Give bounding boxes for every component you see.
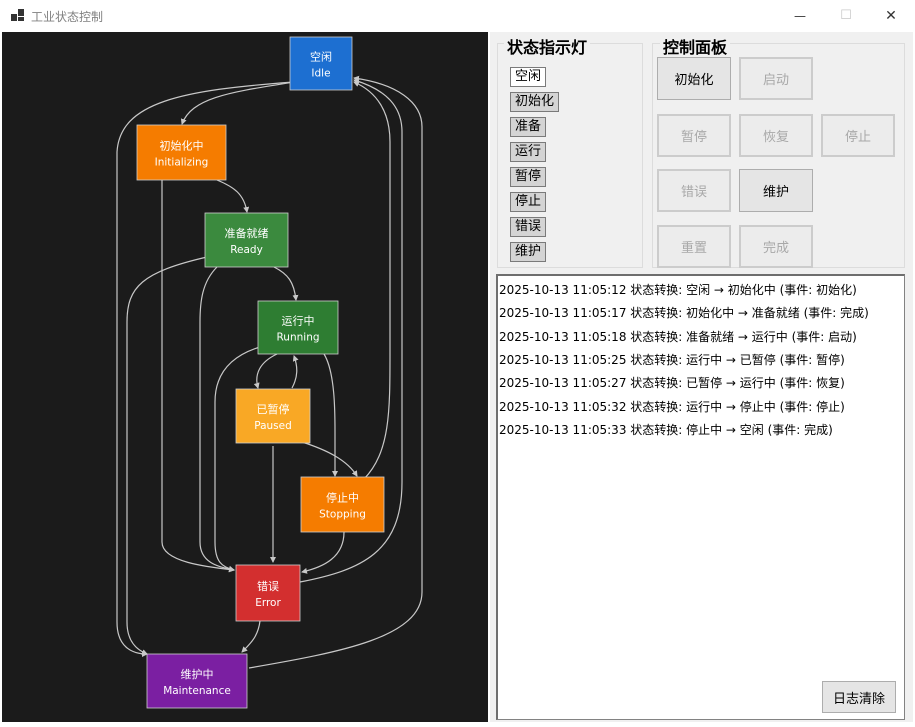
control-button-5[interactable]: 错误 [657, 169, 731, 212]
log-entry: 2025-10-13 11:05:18 状态转换: 准备就绪 → 运行中 (事件… [499, 329, 857, 344]
control-button-3[interactable]: 恢复 [739, 114, 813, 157]
state-node-box [136, 124, 227, 181]
state-diagram: 空闲 Idle 初始化中 Initializing 准备就绪 Ready 运行中 Runnin… [116, 36, 423, 709]
edge-idle-maintenance [116, 81, 295, 657]
state-node-label-cn: 准备就绪 [225, 226, 269, 240]
state-node-box [300, 476, 385, 533]
app-windows-icon [11, 9, 24, 21]
state-node-running[interactable]: 运行中 Running [257, 300, 339, 355]
edge-running-error [214, 346, 261, 572]
state-node-idle[interactable]: 空闲 Idle [289, 36, 353, 91]
edge-paused-running [291, 355, 299, 389]
indicator-group-title: 状态指示灯 [504, 34, 591, 58]
control-button-2[interactable]: 暂停 [657, 114, 731, 157]
state-indicator-3: 运行 [510, 142, 547, 162]
state-node-box [204, 212, 289, 268]
clear-log-button[interactable]: 日志清除 [822, 681, 896, 713]
close-icon: ✕ [885, 7, 897, 24]
edge-ready-maintenance [126, 256, 208, 655]
edge-ready-running [273, 266, 299, 301]
minimize-button[interactable]: — [777, 0, 823, 31]
state-node-box [289, 36, 353, 91]
maximize-icon: ☐ [840, 8, 852, 23]
state-indicator-5: 停止 [510, 192, 547, 212]
log-entry: 2025-10-13 11:05:17 状态转换: 初始化中 → 准备就绪 (事… [499, 306, 869, 321]
control-panel-title: 控制面板 [660, 34, 731, 58]
state-indicator-1: 初始化 [510, 92, 560, 112]
state-node-label-en: Ready [230, 244, 263, 256]
edge-error-maintenance [241, 620, 261, 653]
state-node-box [257, 300, 339, 355]
state-node-label-cn: 已暂停 [257, 402, 290, 416]
log-entry: 2025-10-13 11:05:32 状态转换: 运行中 → 停止中 (事件:… [499, 399, 845, 414]
state-node-error[interactable]: 错误 Error [235, 564, 301, 622]
title-bar[interactable]: 工业状态控制 — ☐ ✕ [0, 0, 915, 31]
state-node-maintenance[interactable]: 维护中 Maintenance [146, 653, 248, 709]
state-node-label-en: Initializing [155, 157, 209, 169]
control-button-6[interactable]: 维护 [739, 169, 813, 212]
state-node-box [146, 653, 248, 709]
edge-initializing-error [161, 180, 235, 573]
edge-paused-stopping [301, 441, 358, 477]
edge-error-idle [299, 78, 403, 583]
edge-running-stopping [323, 353, 338, 477]
state-indicator-6: 错误 [510, 217, 547, 237]
state-node-label-en: Error [255, 597, 281, 609]
state-node-box [235, 388, 311, 444]
edge-maintenance-idle [248, 75, 423, 669]
edge-idle-initializing [180, 81, 295, 125]
control-button-8[interactable]: 完成 [739, 225, 813, 268]
state-node-box [235, 564, 301, 622]
log-entry: 2025-10-13 11:05:27 状态转换: 已暂停 → 运行中 (事件:… [499, 376, 845, 391]
control-button-1[interactable]: 启动 [739, 57, 813, 100]
state-node-label-cn: 运行中 [282, 315, 315, 328]
close-button[interactable]: ✕ [868, 0, 914, 31]
log-entry: 2025-10-13 11:05:12 状态转换: 空闲 → 初始化中 (事件:… [499, 283, 857, 297]
control-button-4[interactable]: 停止 [821, 114, 895, 157]
edge-stopping-error [301, 531, 345, 574]
state-node-ready[interactable]: 准备就绪 Ready [204, 212, 289, 268]
state-node-label-en: Running [276, 332, 319, 344]
maximize-button[interactable]: ☐ [823, 0, 869, 31]
state-diagram-canvas[interactable]: 空闲 Idle 初始化中 Initializing 准备就绪 Ready 运行中 Runnin… [2, 32, 488, 722]
state-node-label-en: Stopping [319, 509, 366, 521]
state-indicator-0: 空闲 [510, 67, 547, 87]
state-indicator-4: 暂停 [510, 167, 547, 187]
control-button-0[interactable]: 初始化 [657, 57, 731, 100]
state-node-initializing[interactable]: 初始化中 Initializing [136, 124, 227, 181]
edge-ready-error [199, 266, 235, 573]
log-entry: 2025-10-13 11:05:25 状态转换: 运行中 → 已暂停 (事件:… [499, 352, 845, 367]
state-node-label-cn: 初始化中 [160, 139, 204, 153]
log-entry: 2025-10-13 11:05:33 状态转换: 停止中 → 空闲 (事件: … [499, 422, 833, 437]
window-title: 工业状态控制 [31, 10, 104, 24]
edge-running-paused [253, 353, 278, 389]
state-node-label-cn: 错误 [257, 579, 279, 593]
state-node-stopping[interactable]: 停止中 Stopping [300, 476, 385, 533]
state-node-paused[interactable]: 已暂停 Paused [235, 388, 311, 444]
edge-stopping-idle [353, 81, 391, 480]
control-panel-group: 控制面板 初始化启动暂停恢复停止错误维护重置完成 [652, 34, 905, 268]
state-node-label-en: Idle [311, 68, 330, 80]
state-node-label-en: Maintenance [163, 685, 231, 697]
state-node-label-cn: 空闲 [310, 50, 332, 64]
state-indicator-7: 维护 [510, 242, 547, 262]
control-button-7[interactable]: 重置 [657, 225, 731, 268]
state-node-label-cn: 维护中 [181, 667, 214, 681]
minimize-icon: — [794, 8, 806, 23]
state-indicator-2: 准备 [510, 117, 547, 137]
log-textbox[interactable]: 2025-10-13 11:05:12 状态转换: 空闲 → 初始化中 (事件:… [496, 274, 905, 720]
state-node-label-en: Paused [254, 420, 292, 432]
edge-initializing-ready [216, 179, 250, 213]
indicator-group: 状态指示灯 空闲初始化准备运行暂停停止错误维护 [497, 34, 643, 268]
right-panel: 状态指示灯 空闲初始化准备运行暂停停止错误维护 控制面板 初始化启动暂停恢复停止… [490, 32, 913, 722]
state-node-label-cn: 停止中 [326, 491, 359, 505]
